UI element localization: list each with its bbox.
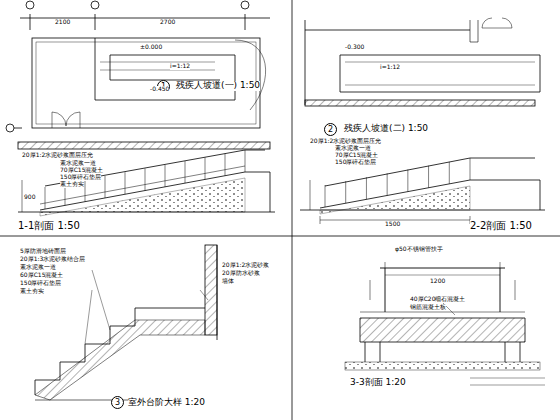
note: 墙体 — [222, 278, 234, 285]
note: 150厚碎石垫层 — [20, 280, 61, 287]
note: 20厚1:2水泥砂浆面层压光 — [22, 152, 93, 159]
note: 素水泥浆一道 — [20, 264, 56, 271]
note: 70厚C15混凝土 — [60, 167, 103, 174]
section-title: 2-2剖面 1:50 — [470, 220, 532, 231]
title-bubble: 2 — [324, 123, 337, 136]
dimension: 2700 — [160, 19, 175, 26]
note: 5厚防滑地砖面层 — [20, 248, 66, 255]
note: 素土夯实 — [60, 181, 84, 188]
dimension: 900 — [24, 194, 35, 201]
dimension: 2100 — [55, 19, 70, 26]
note: 70厚C15混凝土 — [335, 152, 378, 159]
note: 20厚1:2水泥砂浆 — [222, 262, 269, 269]
elevation: -0.450 — [150, 86, 169, 93]
note: 150厚碎石垫层 — [335, 159, 376, 166]
slope: i=1:12 — [380, 64, 400, 71]
title-number: 3 — [115, 399, 120, 407]
title-number: 2 — [328, 126, 333, 134]
note: 40厚C20细石混凝土 — [410, 296, 465, 303]
elevation: -0.300 — [345, 44, 364, 51]
slope: i=1:12 — [170, 63, 190, 70]
note: 150厚碎石垫层 — [60, 174, 101, 181]
note: 钢筋混凝土板 — [410, 304, 446, 311]
note: 素水泥浆一道 — [335, 145, 371, 152]
dimension: 1500 — [385, 221, 400, 228]
dimension: 1200 — [430, 278, 445, 285]
note: 20厚1:3水泥砂浆结合层 — [20, 256, 85, 263]
section-title: 1-1剖面 1:50 — [18, 220, 80, 231]
elevation: ±0.000 — [140, 44, 162, 51]
view-title: 残疾人坡道(二) 1:50 — [344, 124, 428, 134]
note: 60厚C15混凝土 — [20, 272, 63, 279]
note: 20厚防水砂浆 — [222, 270, 260, 277]
note: φ50不锈钢管扶手 — [395, 246, 443, 253]
note: 20厚1:2水泥砂浆面层压光 — [310, 138, 381, 145]
section-title: 3-3剖面 1:20 — [350, 378, 406, 388]
view-title: 室外台阶大样 1:20 — [128, 398, 205, 408]
view-title: 残疾人坡道(一) 1:50 — [176, 81, 260, 91]
note: 素水泥浆一道 — [60, 160, 96, 167]
note: 素土夯实 — [20, 288, 44, 295]
title-bubble: 3 — [111, 396, 124, 409]
